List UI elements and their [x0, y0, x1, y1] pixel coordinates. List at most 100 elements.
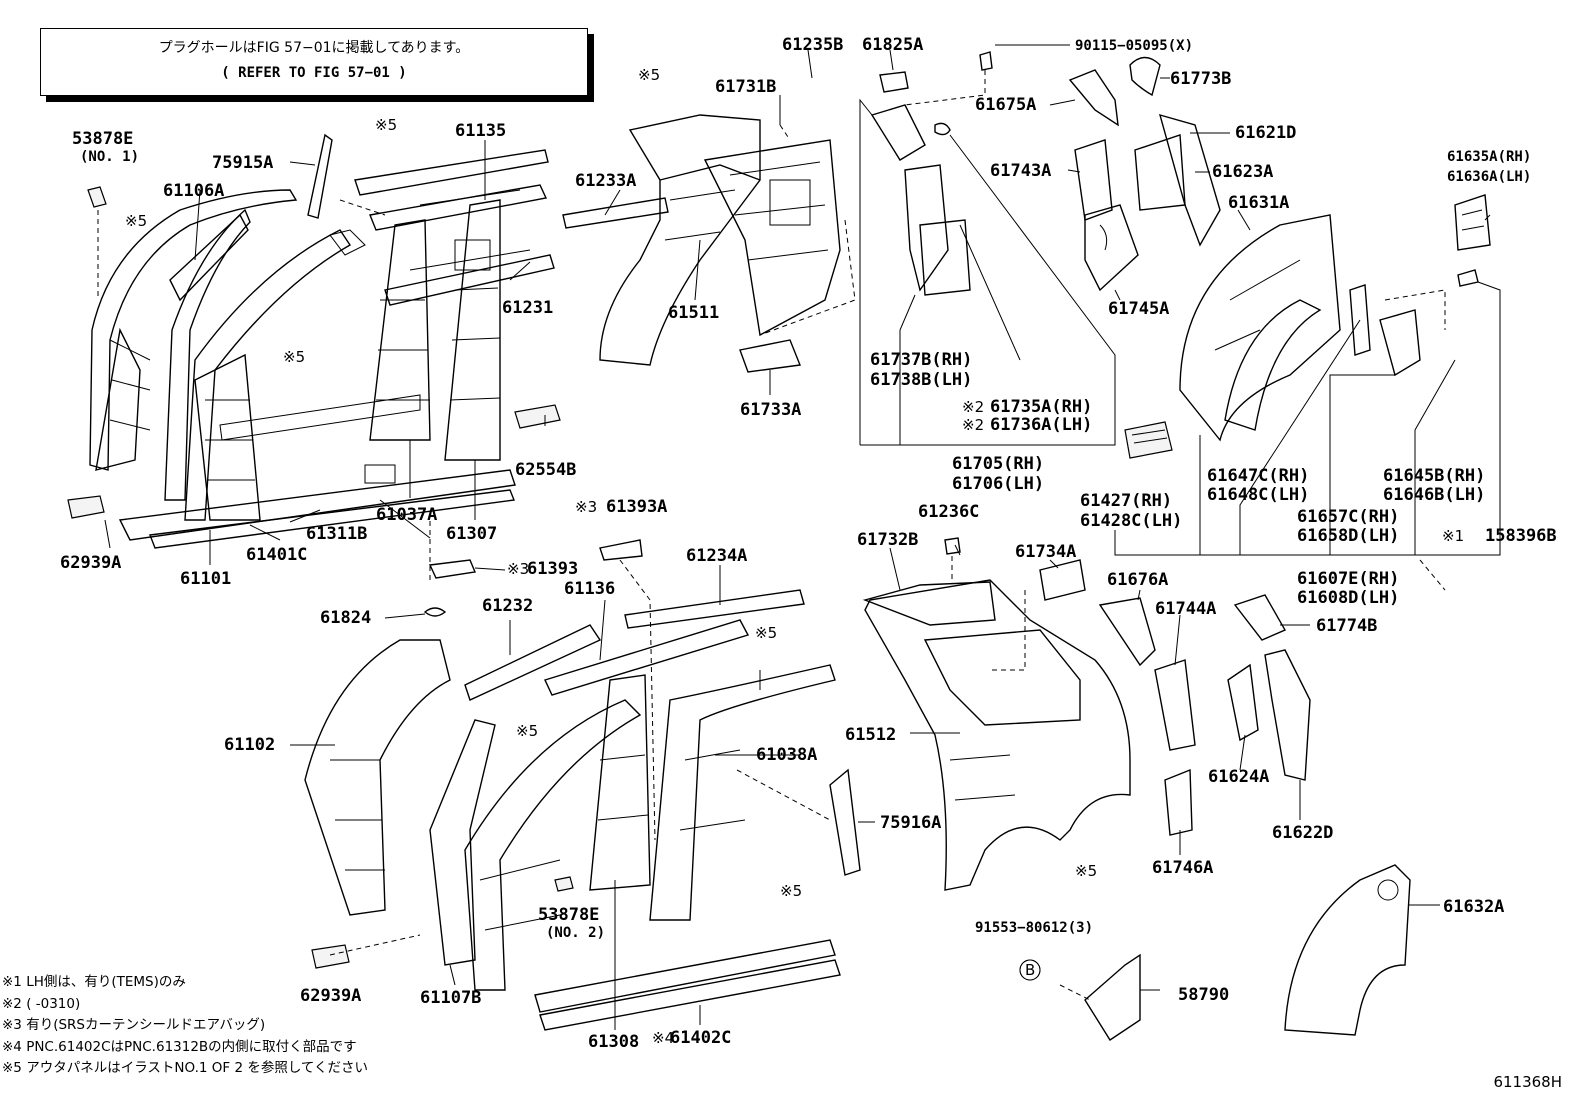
rocker-sill-upper — [118, 394, 516, 549]
part-label: 61393A — [606, 497, 667, 517]
part-label: 61706(LH) — [952, 474, 1044, 494]
part-label: 90115−05095(X) — [1075, 38, 1193, 54]
part-label: 61648C(LH) — [1207, 485, 1309, 505]
part-label: 91553−80612(3) — [975, 920, 1093, 936]
part-label: 61675A — [975, 95, 1036, 115]
footnote: ※1 LH側は、有り(TEMS)のみ — [2, 974, 186, 990]
part-label: 61647C(RH) — [1207, 466, 1309, 486]
front-pillar-inner-reinforcement — [164, 208, 251, 501]
part-label: 61038A — [756, 745, 817, 765]
part-label: 61607E(RH) — [1297, 569, 1399, 589]
ref-mark: ※3 — [507, 560, 529, 578]
pillar-reinf-61705 — [859, 71, 1116, 446]
part-label: 75916A — [880, 813, 941, 833]
part-label: 58790 — [1178, 985, 1229, 1005]
roof-rail-61136 — [544, 619, 750, 696]
ref-mark: ※5 — [638, 66, 660, 84]
b-pillar-61308 — [589, 674, 651, 891]
part-label: 61037A — [376, 505, 437, 525]
reinf-61624A — [1227, 663, 1259, 742]
part-label: 61631A — [1228, 193, 1289, 213]
part-label: 61308 — [588, 1032, 639, 1052]
part-label: 61705(RH) — [952, 454, 1044, 474]
ref-mark: B — [1025, 961, 1035, 979]
part-label: 61825A — [862, 35, 923, 55]
part-label: 61231 — [502, 298, 553, 318]
part-label: 75915A — [212, 153, 273, 173]
part-label: 61737B(RH) — [870, 350, 972, 370]
reinf-61774B — [1233, 594, 1286, 641]
ref-mark: ※5 — [1075, 862, 1097, 880]
bracket-61732B — [862, 581, 996, 626]
quarter-outer-61512 — [864, 579, 1131, 891]
part-label: 61738B(LH) — [870, 370, 972, 390]
part-label: 61511 — [668, 303, 719, 323]
part-label: 62554B — [515, 460, 576, 480]
part-label: 61102 — [224, 735, 275, 755]
reference-box: プラグホールはFIG 57−01に掲載してあります。 ( REFER TO FI… — [40, 28, 588, 96]
reinf-61746A — [1164, 768, 1193, 836]
part-label: 61236C — [918, 502, 979, 522]
bracket-61427 — [1124, 421, 1173, 459]
trim-75915A — [307, 133, 333, 219]
part-label: 53878E — [72, 129, 133, 149]
part-label: 61773B — [1170, 69, 1231, 89]
ref-mark: ※5 — [516, 722, 538, 740]
part-label: 61645B(RH) — [1383, 466, 1485, 486]
center-pillar-outer — [464, 699, 642, 991]
front-body-pillar-upper — [89, 189, 298, 471]
part-label: 61136 — [564, 579, 615, 599]
part-label: 61101 — [180, 569, 231, 589]
bracket-61393 — [428, 539, 643, 579]
part-label: 53878E — [538, 905, 599, 925]
part-label: 61621D — [1235, 123, 1296, 143]
plug-53878E-no2 — [554, 876, 574, 892]
rocker-61402C — [534, 939, 841, 1031]
part-label: 61632A — [1443, 897, 1504, 917]
part-label: 61232 — [482, 596, 533, 616]
roof-rail-61232 — [464, 624, 602, 701]
footnote: ※5 アウタパネルはイラストNO.1 OF 2 を参照してください — [2, 1060, 369, 1076]
part-label: (NO. 2) — [546, 925, 605, 941]
part-label: 61743A — [990, 161, 1051, 181]
part-label: 61401C — [246, 545, 307, 565]
part-label: 61732B — [857, 530, 918, 550]
reinf-61675A — [1068, 69, 1119, 127]
part-label: 61107B — [420, 988, 481, 1008]
ref-mark: ※5 — [755, 624, 777, 642]
footnote: ※2 ( -0310) — [2, 995, 81, 1012]
part-label: 61624A — [1208, 767, 1269, 787]
footnote: ※3 有り(SRSカーテンシールドエアバッグ) — [2, 1017, 266, 1033]
part-label: 61311B — [306, 524, 367, 544]
part-label: 61731B — [715, 77, 776, 97]
part-label: 61774B — [1316, 616, 1377, 636]
part-label: 61608D(LH) — [1297, 588, 1399, 608]
pad-62554B — [514, 404, 561, 429]
part-label: 61745A — [1108, 299, 1169, 319]
ref-mark: ※5 — [375, 116, 397, 134]
bracket-58790 — [1019, 953, 1141, 1041]
part-label: 61658D(LH) — [1297, 526, 1399, 546]
lead-group-61607E — [1114, 281, 1501, 556]
ref-mark: ※4 — [652, 1029, 674, 1047]
bracket-61734A — [990, 559, 1086, 671]
reinf-61745A — [1084, 204, 1139, 292]
bracket-61635A — [1454, 194, 1491, 287]
reinf-61743A — [1074, 139, 1113, 221]
figure-id: 611368H — [1493, 1073, 1562, 1091]
footnote: ※4 PNC.61402CはPNC.61312Bの内側に取付く部品です — [2, 1038, 357, 1055]
callout-circle-b — [1019, 959, 1041, 981]
reinf-61773B — [1129, 56, 1161, 97]
reference-note-jp: プラグホールはFIG 57−01に掲載してあります。 — [158, 40, 470, 56]
part-label: 158396B — [1485, 526, 1557, 546]
part-label: 61428C(LH) — [1080, 511, 1182, 531]
part-label: 61393 — [527, 559, 578, 579]
pad-62939A-upper — [67, 495, 105, 519]
pad-62939A-lower — [311, 944, 350, 969]
wheelhouse-inner-61631A — [1179, 214, 1371, 442]
ref-mark: ※2 — [962, 416, 984, 434]
quarter-inner-upper — [562, 114, 761, 366]
b-pillar-inner — [369, 199, 501, 461]
clip-61236C — [944, 537, 961, 580]
